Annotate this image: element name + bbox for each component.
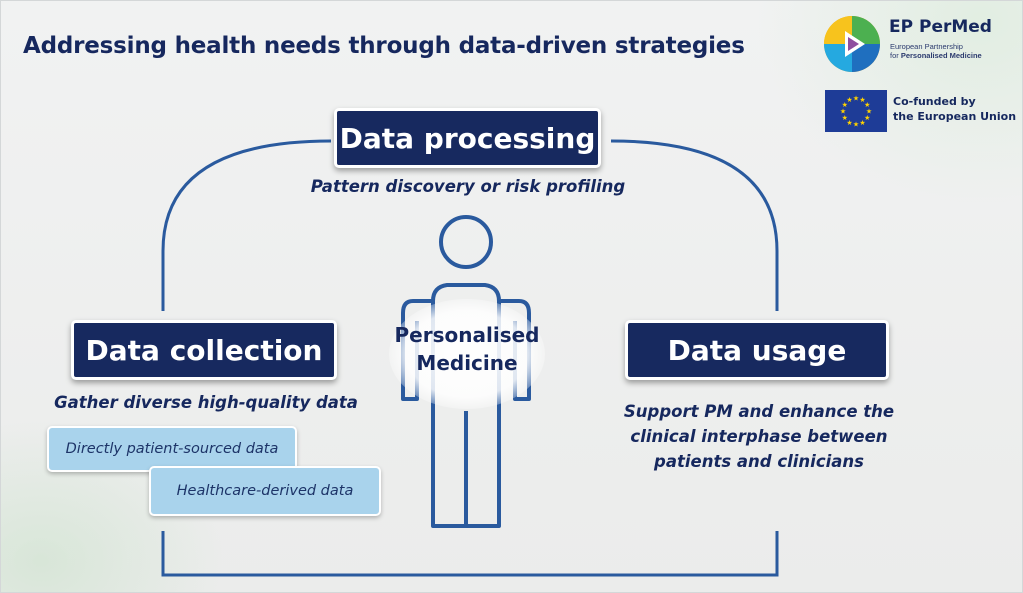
ep-permed-subtitle-prefix: for	[890, 51, 901, 60]
eu-star-icon: ★	[853, 121, 859, 129]
arc-right-connector	[610, 139, 779, 311]
eu-star-icon: ★	[853, 95, 859, 103]
eu-star-icon: ★	[866, 108, 872, 116]
eu-star-icon: ★	[859, 96, 865, 104]
data-processing-caption: Pattern discovery or risk profiling	[310, 177, 626, 196]
data-collection-caption: Gather diverse high-quality data	[54, 393, 358, 412]
healthcare-derived-data-chip: Healthcare-derived data	[149, 466, 381, 516]
page-title: Addressing health needs through data-dri…	[23, 33, 745, 59]
eu-star-icon: ★	[842, 114, 848, 122]
eu-cofunded-text: Co-funded by the European Union	[893, 94, 1022, 124]
ep-permed-subtitle-line2: for Personalised Medicine	[890, 51, 1022, 60]
eu-line-1: Co-funded by	[893, 95, 976, 108]
data-usage-box: Data usage	[625, 320, 889, 380]
eu-star-icon: ★	[846, 96, 852, 104]
data-usage-caption-line2: clinical interphase between	[630, 427, 888, 446]
eu-star-icon: ★	[864, 101, 870, 109]
data-processing-box: Data processing	[334, 108, 601, 168]
eu-line-2: the European Union	[893, 110, 1017, 123]
data-usage-caption-line1: Support PM and enhance the	[623, 402, 895, 421]
center-highlight	[389, 299, 545, 409]
center-label-line2: Medicine	[416, 351, 518, 375]
ep-permed-name: EP PerMed	[889, 17, 992, 37]
arc-left-connector	[161, 139, 332, 311]
data-collection-box: Data collection	[71, 320, 337, 380]
center-label: Personalised Medicine	[381, 321, 553, 377]
eu-star-icon: ★	[864, 114, 870, 122]
eu-star-icon: ★	[846, 119, 852, 127]
eu-star-icon: ★	[859, 119, 865, 127]
data-usage-caption-line3: patients and clinicians	[654, 452, 864, 471]
center-label-line1: Personalised	[394, 323, 540, 347]
ep-permed-subtitle: European Partnership for Personalised Me…	[890, 42, 1022, 60]
eu-star-icon: ★	[840, 108, 846, 116]
ep-permed-subtitle-line1: European Partnership	[890, 42, 963, 51]
patient-sourced-data-chip: Directly patient-sourced data	[47, 426, 297, 472]
bottom-bracket-connector	[161, 531, 779, 577]
ep-permed-logo-icon	[821, 13, 883, 79]
data-usage-caption: Support PM and enhance the clinical inte…	[609, 399, 909, 474]
eu-star-icon: ★	[842, 101, 848, 109]
ep-permed-subtitle-bold: Personalised Medicine	[900, 51, 982, 60]
eu-flag-icon: ★★★★★★★★★★★★	[825, 90, 887, 136]
